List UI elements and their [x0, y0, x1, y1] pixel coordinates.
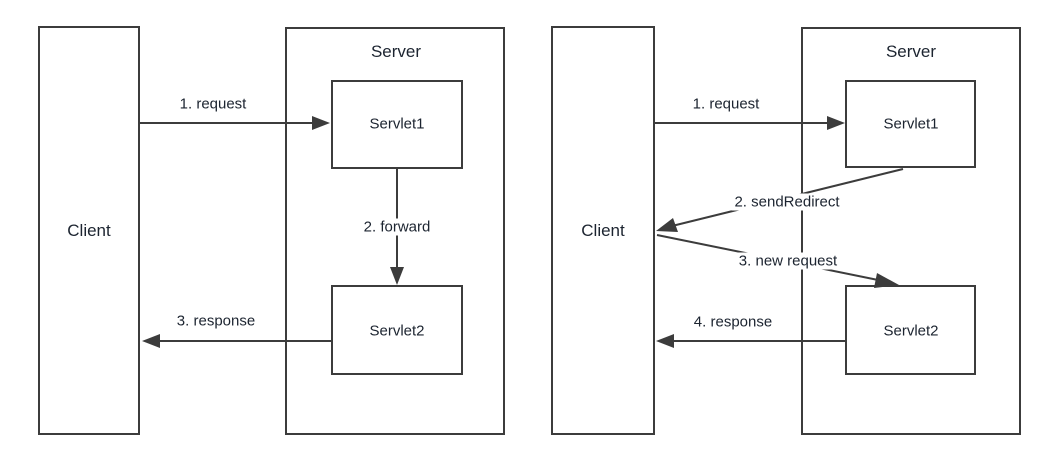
- edge-right-response: [656, 334, 845, 348]
- left-client-box: [38, 26, 140, 435]
- edge-left-response: [142, 334, 331, 348]
- right-servlet1-box: [845, 80, 976, 168]
- left-servlet1-box: [331, 80, 463, 169]
- edge-right-new-request: [656, 234, 899, 288]
- right-servlet2-box: [845, 285, 976, 375]
- edge-left-forward: [390, 169, 404, 285]
- edge-right-request: [655, 116, 845, 130]
- edge-left-request: [140, 116, 330, 130]
- edge-right-sendredirect: [656, 168, 904, 232]
- right-client-box: [551, 26, 655, 435]
- left-servlet2-box: [331, 285, 463, 375]
